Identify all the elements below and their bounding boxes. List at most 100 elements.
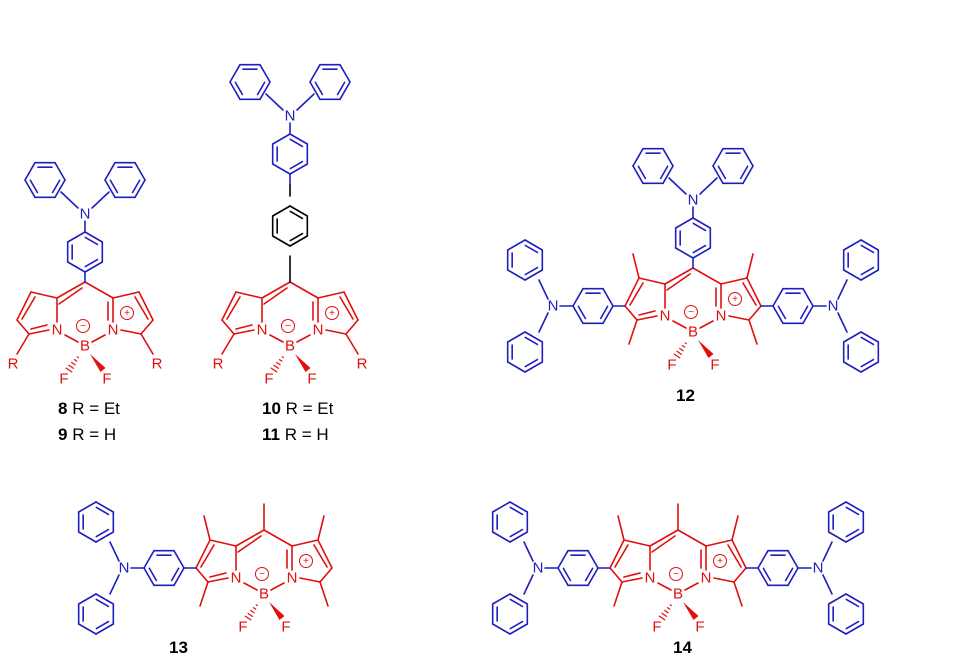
bond: [299, 577, 321, 583]
bond: [317, 291, 345, 299]
nitrogen-atom: N: [80, 206, 91, 223]
bond: [143, 567, 155, 587]
compound-label-8-group: 8 R = Et: [58, 399, 120, 418]
bond: [827, 501, 847, 513]
bond: [199, 581, 209, 607]
bond: [524, 331, 544, 343]
bond: [309, 81, 321, 101]
bond: [209, 539, 237, 547]
bond: [296, 93, 315, 111]
compound-label-9: 9 R = H: [58, 425, 116, 444]
bond: [609, 539, 625, 569]
fluorine-atom: F: [59, 371, 68, 388]
bond: [664, 267, 694, 285]
bond: [243, 582, 258, 591]
negative-charge-sign: −: [285, 321, 291, 332]
bond: [802, 305, 814, 325]
positive-charge-icon: [713, 554, 727, 568]
bond: [673, 353, 681, 359]
bond: [235, 324, 253, 330]
bond: [599, 305, 609, 320]
bond: [170, 567, 180, 582]
bond: [173, 567, 185, 587]
bond: [60, 191, 79, 209]
substituent-r: R: [357, 356, 368, 373]
bond: [837, 312, 848, 333]
bond: [84, 281, 114, 299]
bond: [491, 531, 511, 543]
bond: [659, 165, 669, 180]
bond: [120, 329, 142, 335]
positive-charge-icon: [325, 306, 339, 320]
bond: [339, 296, 354, 320]
bond: [134, 161, 146, 181]
bond: [572, 287, 584, 307]
bond: [577, 305, 587, 320]
bond: [24, 161, 36, 181]
bond: [845, 531, 865, 543]
bond: [77, 531, 97, 543]
bond: [684, 342, 687, 345]
bond: [587, 549, 599, 569]
bond: [317, 539, 333, 569]
nitrogen-atom: N: [52, 322, 63, 339]
bond: [112, 291, 140, 299]
nitrogen-atom: N: [716, 308, 727, 325]
bond: [309, 63, 321, 83]
bond: [84, 258, 99, 268]
bond: [672, 320, 687, 329]
bond: [772, 287, 784, 307]
bond: [77, 501, 97, 513]
bond: [509, 620, 524, 630]
bond: [91, 191, 110, 209]
bond: [148, 567, 158, 582]
bond: [629, 282, 644, 306]
nitrogen-atom: N: [231, 570, 242, 587]
fluorine-atom: F: [652, 619, 661, 636]
bond: [200, 544, 215, 568]
bond: [860, 239, 880, 251]
bond: [746, 253, 754, 279]
bond: [692, 247, 712, 259]
positive-charge-icon: [120, 306, 134, 320]
bond: [95, 528, 110, 538]
bond: [524, 336, 539, 346]
positive-charge-icon: [728, 292, 742, 306]
bond: [289, 133, 309, 145]
bond: [343, 291, 359, 321]
bond: [602, 305, 614, 325]
wedge-bond: [90, 354, 106, 373]
bond: [104, 179, 116, 199]
bond: [95, 623, 115, 635]
bond: [624, 277, 640, 307]
fluorine-atom: F: [667, 357, 676, 374]
bond: [138, 291, 154, 321]
bond: [845, 501, 865, 513]
nitrogen-atom: N: [287, 570, 298, 587]
positive-charge-sign: +: [303, 556, 309, 567]
bond: [221, 333, 235, 355]
nitrogen-atom: N: [313, 322, 324, 339]
bond: [661, 612, 668, 617]
bond: [259, 63, 271, 83]
bond: [276, 361, 281, 366]
bond: [491, 623, 511, 635]
bond: [263, 287, 288, 305]
bond: [827, 531, 847, 543]
bond: [289, 232, 304, 242]
bond: [16, 291, 32, 321]
compound-label-12: 12: [676, 386, 695, 405]
bond: [134, 296, 149, 320]
wedge-bond: [683, 602, 699, 621]
compound-label-14-group: 14: [673, 638, 692, 657]
bond: [784, 567, 794, 582]
bond: [195, 567, 209, 583]
bond: [221, 319, 235, 335]
bond: [572, 305, 584, 325]
positive-charge-sign: +: [717, 556, 723, 567]
nitrogen-atom: N: [813, 560, 824, 577]
negative-charge-icon: [684, 305, 698, 319]
bond: [203, 515, 211, 541]
bond: [860, 336, 875, 346]
